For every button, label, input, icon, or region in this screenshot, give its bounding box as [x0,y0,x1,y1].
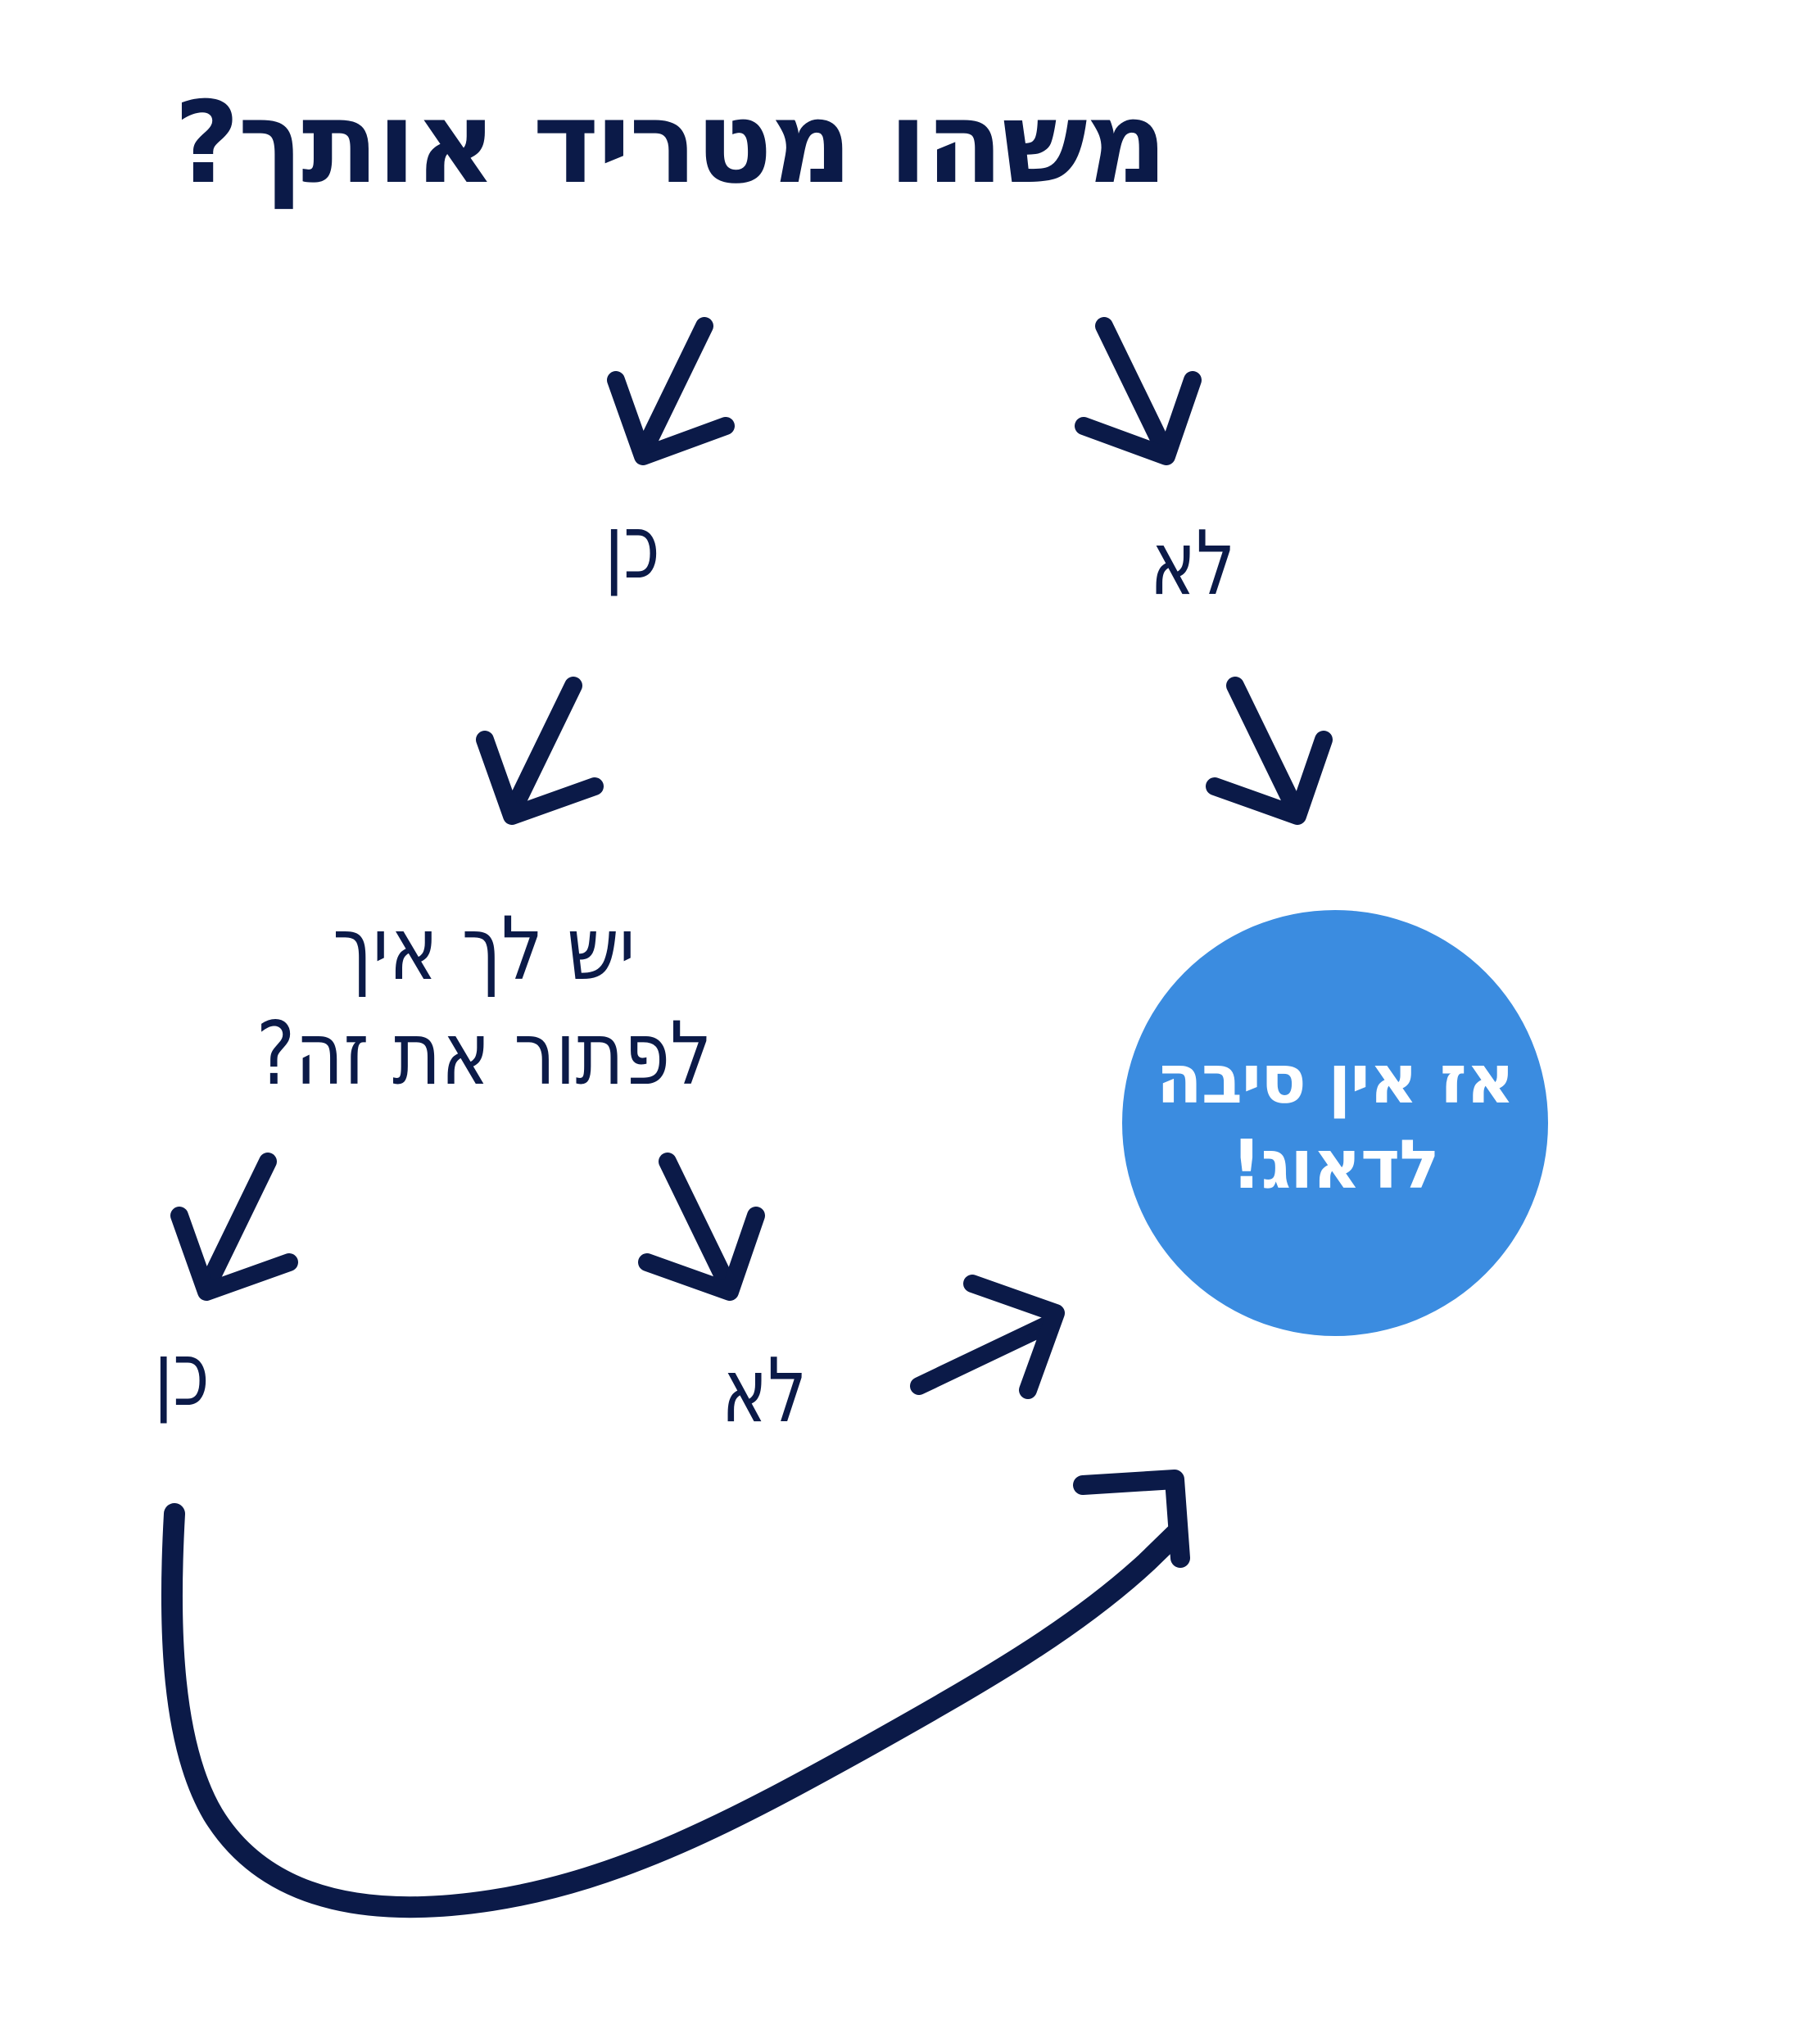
sub-answer-yes-label: כן [154,1324,210,1426]
sub-answer-no-label: לא [721,1340,808,1443]
followup-question: יש לך איך לפתור את זה? [241,897,728,1107]
arrow-down-left-icon [607,317,735,465]
arrow-down-right-icon [1075,317,1202,465]
conclusion-circle: אז אין סיבה לדאוג! [1122,910,1548,1336]
conclusion-line-2: לדאוג! [1231,1126,1440,1204]
arrow-down-left-icon [476,677,604,825]
question-line-2: לפתור את זה? [256,1003,713,1104]
diagram-title: משהו מטריד אותך? [174,77,1167,209]
arrow-right-icon [910,1275,1065,1399]
answer-yes-label: כן [604,496,660,599]
arrow-down-right-icon [1206,677,1333,825]
conclusion-text: אז אין סיבה לדאוג! [1139,1038,1532,1208]
conclusion-line-1: אז אין סיבה [1156,1041,1515,1119]
arrow-down-left-icon [170,1153,298,1301]
curved-arrow-icon [161,1470,1190,1918]
arrow-down-right-icon [638,1153,765,1301]
answer-no-label: לא [1149,513,1236,615]
question-line-1: יש לך איך [333,899,636,999]
